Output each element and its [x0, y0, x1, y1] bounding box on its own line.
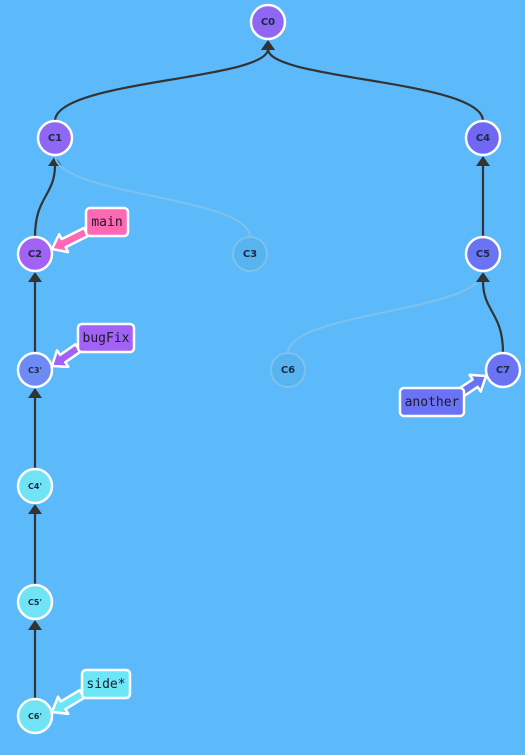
edge-C5p-C4p — [28, 504, 42, 585]
edge-arrowhead — [28, 620, 42, 630]
edges-layer — [28, 40, 505, 699]
commit-label: C3 — [243, 249, 257, 260]
branch-arrow — [50, 343, 82, 369]
edge-C7-C5 — [476, 272, 505, 354]
commit-label: C1 — [48, 133, 62, 144]
commit-node-C5p[interactable]: C5' — [16, 583, 54, 621]
edge-C3-C1 — [54, 154, 251, 238]
commit-label: C4' — [28, 482, 42, 491]
commit-label: C4 — [476, 133, 490, 144]
branches-layer: main bugFix another side* — [50, 206, 488, 716]
edge-C4-C0 — [261, 40, 485, 122]
commit-label: C6 — [281, 365, 295, 376]
edge-line — [287, 270, 484, 354]
branch-main[interactable]: main — [50, 206, 130, 254]
commit-label: C5' — [28, 598, 42, 607]
commit-node-C3[interactable]: C3 — [232, 236, 268, 272]
commit-node-C6p[interactable]: C6' — [16, 697, 54, 735]
edge-line — [53, 48, 270, 122]
commit-node-C2[interactable]: C2 — [16, 235, 54, 273]
edge-C1-C0 — [53, 40, 275, 122]
commit-circle — [249, 3, 287, 41]
commit-node-C1[interactable]: C1 — [36, 119, 74, 157]
commit-circle — [16, 467, 54, 505]
edge-arrowhead — [28, 272, 42, 282]
commit-circle — [464, 235, 502, 273]
branch-side-current[interactable]: side* — [50, 668, 132, 716]
commit-node-C6[interactable]: C6 — [270, 352, 306, 388]
branch-label-box — [84, 206, 130, 238]
commit-label: C6' — [28, 712, 42, 721]
edge-arrowhead — [476, 156, 490, 166]
edge-C5-C4 — [476, 156, 490, 238]
commit-circle — [16, 235, 54, 273]
branch-bugFix[interactable]: bugFix — [50, 322, 136, 369]
commit-label: C2 — [28, 249, 42, 260]
commit-circle — [484, 351, 522, 389]
commit-node-C4[interactable]: C4 — [464, 119, 502, 157]
edge-C2-C1 — [33, 156, 62, 238]
commit-circle — [464, 119, 502, 157]
branch-label-text: another — [405, 395, 460, 410]
edge-C3p-C2 — [28, 272, 42, 353]
branch-label-text: main — [91, 215, 122, 230]
commit-node-C0[interactable]: C0 — [249, 3, 287, 41]
commit-circle — [36, 119, 74, 157]
commit-label: C5 — [476, 249, 490, 260]
edge-C4p-C3p — [28, 388, 42, 469]
commit-circle — [16, 583, 54, 621]
branch-label-box — [398, 386, 466, 418]
edge-arrowhead — [28, 388, 42, 398]
edge-C6-C5 — [287, 270, 484, 354]
commit-label: C0 — [261, 17, 275, 28]
branch-another[interactable]: another — [398, 373, 488, 418]
branch-arrow — [50, 688, 86, 716]
branch-label-box — [80, 668, 132, 700]
commit-node-C7[interactable]: C7 — [484, 351, 522, 389]
commit-circle — [270, 352, 306, 388]
edge-line — [266, 48, 485, 122]
commit-circle — [16, 351, 54, 389]
commit-circle — [16, 697, 54, 735]
commit-label: C3' — [28, 366, 42, 375]
commit-circle — [232, 236, 268, 272]
edge-C6p-C5p — [28, 620, 42, 699]
edge-arrowhead — [261, 40, 275, 50]
branch-label-box — [76, 322, 136, 354]
branch-label-text: bugFix — [83, 331, 130, 346]
commit-node-C5[interactable]: C5 — [464, 235, 502, 273]
commit-label: C7 — [496, 365, 510, 376]
edge-arrowhead — [28, 504, 42, 514]
commit-node-C3p[interactable]: C3' — [16, 351, 54, 389]
branch-label-text: side* — [86, 677, 125, 692]
edge-line — [54, 154, 251, 238]
edge-line — [33, 164, 57, 238]
branch-arrow — [50, 226, 90, 254]
edge-line — [481, 280, 505, 354]
branch-arrow — [458, 373, 488, 397]
edge-arrowhead — [476, 272, 490, 282]
commit-node-C4p[interactable]: C4' — [16, 467, 54, 505]
